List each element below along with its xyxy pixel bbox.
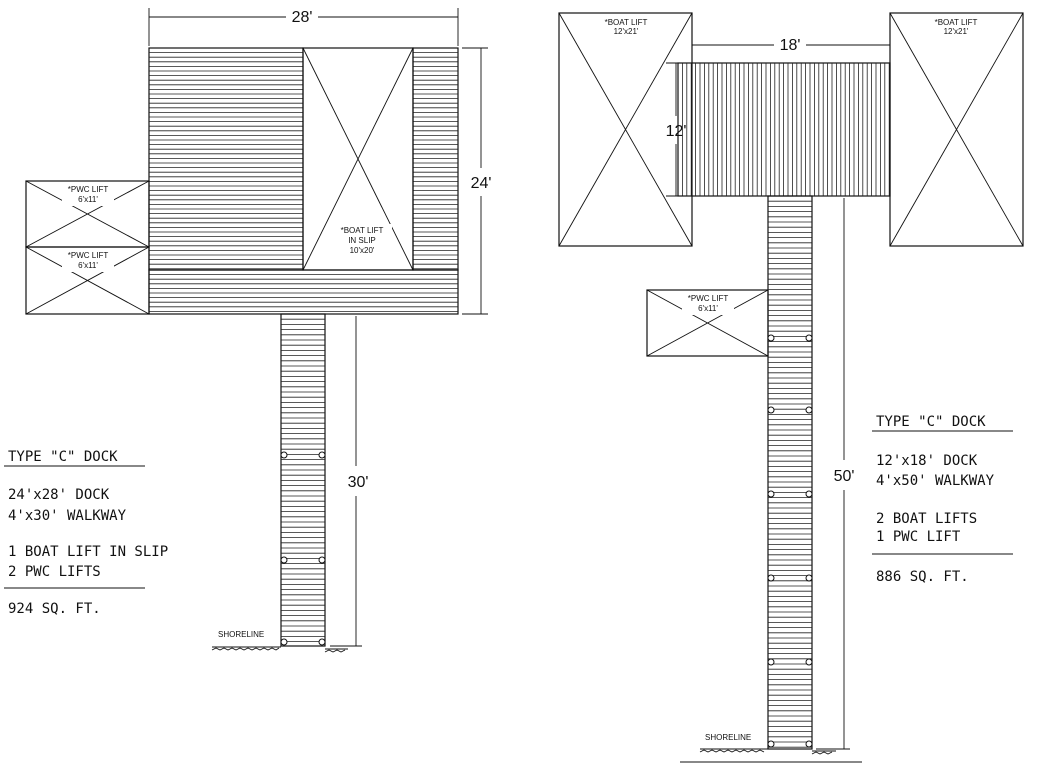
left-legend-area: 924 SQ. FT. [8, 601, 101, 617]
piling-post [805, 490, 813, 498]
piling-post [280, 638, 288, 646]
right-dock: *BOAT LIFT 12'x21' *BOAT LIFT 12'x21' 18… [558, 12, 1024, 763]
piling-post [767, 658, 775, 666]
left-legend: TYPE "C" DOCK 24'x28' DOCK 4'x30' WALKWA… [4, 449, 168, 617]
piling-post [767, 406, 775, 414]
right-shoreline: SHORELINE [680, 733, 862, 763]
boat-lift-left-title: *BOAT LIFT [605, 18, 648, 27]
boat-lift-right-title: *BOAT LIFT [935, 18, 978, 27]
right-walkway-label: 50' [834, 468, 855, 485]
left-dock-deck [148, 47, 459, 315]
piling-post [767, 574, 775, 582]
left-walkway-label: 30' [348, 474, 369, 491]
piling-post [805, 334, 813, 342]
boat-lift-in-slip: *BOAT LIFT IN SLIP 10'x20' [302, 47, 414, 271]
pwc-lift-2: *PWC LIFT 6'x11' [25, 246, 150, 315]
right-legend: TYPE "C" DOCK 12'x18' DOCK 4'x50' WALKWA… [872, 414, 1013, 585]
right-legend-line3: 2 BOAT LIFTS [876, 511, 977, 527]
left-legend-line4: 2 PWC LIFTS [8, 564, 101, 580]
piling-post [767, 740, 775, 748]
piling-post [280, 451, 288, 459]
piling-post [805, 406, 813, 414]
piling-post [767, 490, 775, 498]
right-width-dimension: 18' [692, 37, 890, 54]
left-dock: 28' *BOAT LIFT IN SLIP 10'x20' [4, 8, 492, 653]
right-walkway [767, 195, 813, 750]
left-height-dimension: 24' [462, 47, 492, 315]
boat-lift-right: *BOAT LIFT 12'x21' [889, 12, 1024, 247]
right-legend-line4: 1 PWC LIFT [876, 529, 961, 545]
piling-post [318, 451, 326, 459]
left-legend-title: TYPE "C" DOCK [8, 449, 118, 465]
right-legend-line2: 4'x50' WALKWAY [876, 473, 995, 489]
left-shoreline: SHORELINE [211, 630, 348, 653]
boat-lift-left-size: 12'x21' [614, 27, 639, 36]
pwc-lift-1: *PWC LIFT 6'x11' [25, 180, 150, 248]
left-legend-line2: 4'x30' WALKWAY [8, 508, 127, 524]
piling-post [318, 638, 326, 646]
pwc-lift-2-title: *PWC LIFT [68, 251, 109, 260]
right-legend-line1: 12'x18' DOCK [876, 453, 978, 469]
boat-lift-left: *BOAT LIFT 12'x21' [558, 12, 693, 247]
piling-post [805, 574, 813, 582]
right-legend-title: TYPE "C" DOCK [876, 414, 986, 430]
boat-lift-slip-size: 10'x20' [350, 246, 375, 255]
pwc-lift-1-size: 6'x11' [78, 195, 98, 204]
pwc-lift-right: *PWC LIFT 6'x11' [646, 289, 769, 357]
piling-post [805, 658, 813, 666]
right-dock-deck [677, 62, 891, 197]
piling-post [767, 334, 775, 342]
right-walkway-dimension: 50' [816, 198, 855, 750]
left-width-label: 28' [292, 9, 313, 26]
boat-lift-slip-line1: *BOAT LIFT [341, 226, 384, 235]
boat-lift-slip-line2: IN SLIP [348, 236, 376, 245]
right-legend-area: 886 SQ. FT. [876, 569, 969, 585]
pwc-lift-1-title: *PWC LIFT [68, 185, 109, 194]
boat-lift-right-size: 12'x21' [944, 27, 969, 36]
left-legend-line3: 1 BOAT LIFT IN SLIP [8, 544, 168, 560]
left-walkway-dimension: 30' [330, 316, 369, 647]
left-walkway [280, 313, 326, 647]
right-shoreline-label: SHORELINE [705, 733, 751, 742]
right-height-dimension: 12' [666, 62, 687, 197]
piling-post [318, 556, 326, 564]
left-legend-line1: 24'x28' DOCK [8, 487, 110, 503]
pwc-lift-right-title: *PWC LIFT [688, 294, 729, 303]
left-width-dimension: 28' [148, 8, 459, 46]
piling-post [805, 740, 813, 748]
left-height-label: 24' [471, 175, 492, 192]
piling-post [280, 556, 288, 564]
right-height-label: 12' [666, 123, 687, 140]
right-width-label: 18' [780, 37, 801, 54]
left-shoreline-label: SHORELINE [218, 630, 264, 639]
pwc-lift-2-size: 6'x11' [78, 261, 98, 270]
pwc-lift-right-size: 6'x11' [698, 304, 718, 313]
